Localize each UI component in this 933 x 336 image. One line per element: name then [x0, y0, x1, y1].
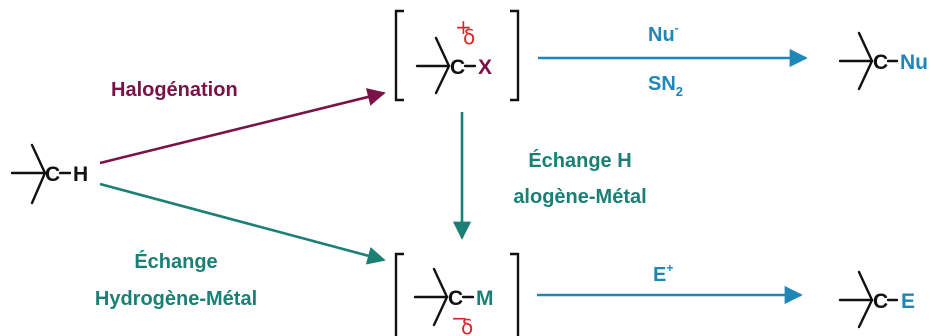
e-product-bond-down	[857, 298, 874, 329]
substitution-mechanism-order: 2	[676, 84, 683, 99]
halogen-metal-exchange-label-line2: alogène-Métal	[513, 186, 646, 208]
electrophile-reagent-label: E+	[653, 261, 673, 286]
halide-halogen: X	[478, 56, 492, 79]
electrophile-product: C E	[838, 270, 915, 329]
organometal-carbon: C	[448, 287, 463, 310]
nu-product-bond-down	[857, 59, 874, 91]
alkyl-halide-intermediate: + δ C X	[394, 9, 520, 102]
nucleophile-reagent-label: Nu-	[648, 21, 679, 46]
organometal-left-bracket	[394, 252, 404, 336]
organometal-metal: M	[476, 287, 494, 310]
electrophile-reagent: E	[653, 264, 666, 286]
organometal-partial-negative-delta: δ	[461, 315, 473, 336]
nu-product-bond-up	[857, 31, 874, 63]
halide-left-bracket	[394, 9, 404, 102]
hydrogen-metal-exchange-label-line1: Échange	[134, 250, 217, 273]
halide-partial-positive-sign: +	[455, 15, 472, 39]
start-carbon: C	[45, 163, 60, 186]
substitution-mechanism: SN	[648, 73, 676, 95]
e-product-carbon: C	[873, 290, 888, 313]
organometal-bond-down	[432, 295, 449, 327]
hydrogen-metal-exchange-arrow	[99, 182, 386, 265]
halide-right-bracket	[510, 9, 520, 102]
nucleophile-product: C Nu	[838, 31, 928, 91]
start-bond-down	[30, 171, 47, 205]
halide-bond-up	[434, 36, 451, 68]
halogen-metal-exchange-label-line1: Échange H	[528, 149, 631, 172]
substitution-mechanism-label: SN2	[648, 73, 683, 99]
organometallic-intermediate: C M − δ	[394, 252, 520, 336]
electrophile-reagent-charge: +	[666, 261, 673, 275]
halide-partial-positive-delta: δ	[463, 25, 475, 49]
start-hydrogen: H	[73, 163, 88, 186]
nu-product-carbon: C	[873, 51, 888, 74]
organometal-bond-up	[432, 267, 449, 299]
halogenation-arrow	[99, 88, 386, 165]
nu-product-group: Nu	[900, 51, 928, 74]
halide-bond-down	[434, 64, 451, 95]
halide-carbon: C	[450, 56, 465, 79]
organometal-partial-negative-sign: −	[451, 306, 468, 330]
nucleophile-reagent-charge: -	[675, 21, 679, 35]
e-product-bond-up	[857, 270, 874, 302]
halogenation-label: Halogénation	[111, 79, 238, 101]
starting-alkane: C H	[10, 143, 88, 205]
start-bond-up	[30, 143, 47, 175]
hydrogen-metal-exchange-label-line2: Hydrogène-Métal	[95, 288, 257, 310]
nucleophile-reagent: Nu	[648, 24, 675, 46]
organometal-right-bracket	[510, 252, 520, 336]
e-product-group: E	[901, 290, 915, 313]
